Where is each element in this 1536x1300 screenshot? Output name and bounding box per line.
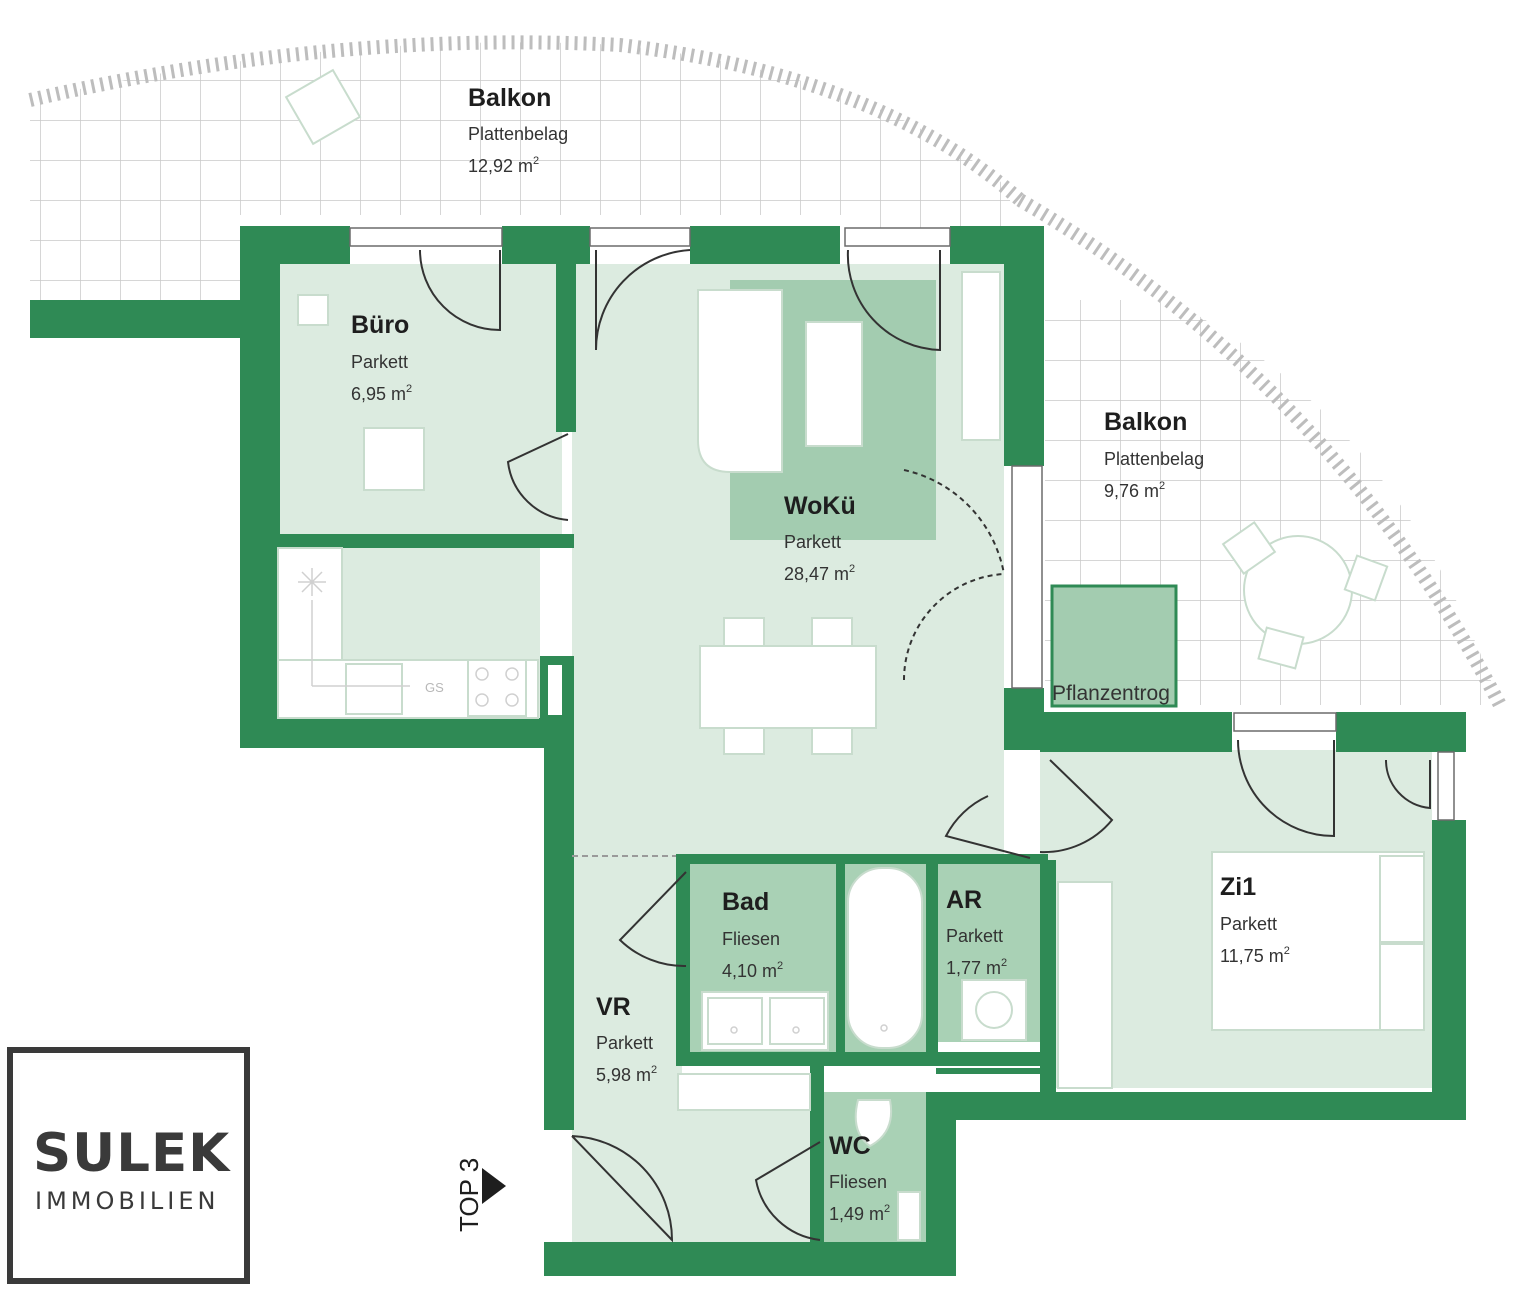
room-name: VR [596,993,631,1021]
room-vr: VR Parkett 5,98 m2 [596,993,657,1085]
svg-text:1,49 m2: 1,49 m2 [829,1203,890,1224]
room-area: 1,49 m [829,1204,884,1224]
room-material: Fliesen [829,1172,887,1192]
room-area: 12,92 m [468,156,533,176]
furniture [277,68,1425,1241]
room-balkon-east: Balkon Plattenbelag 9,76 m2 [1104,408,1204,501]
entrance-arrow-icon [482,1168,506,1204]
svg-text:5,98 m2: 5,98 m2 [596,1064,657,1085]
unit-superscript: 2 [849,563,855,575]
room-ar: AR Parkett 1,77 m2 [946,886,1007,978]
logo-main-text: SULEK [33,1123,231,1184]
entrance-label: TOP 3 [454,1158,484,1232]
svg-text:6,95 m2: 6,95 m2 [351,383,412,404]
room-area: 9,76 m [1104,481,1159,501]
room-name: Büro [351,311,409,339]
room-buero: Büro Parkett 6,95 m2 [351,311,412,404]
room-name: Zi1 [1220,873,1256,901]
room-woku: WoKü Parkett 28,47 m2 [784,492,856,584]
room-name: WoKü [784,492,856,520]
room-area: 6,95 m [351,384,406,404]
unit-superscript: 2 [1001,957,1007,969]
room-area: 11,75 m [1220,946,1284,966]
room-balkon-north: Balkon Plattenbelag 12,92 m2 [468,84,568,176]
sulek-logo: SULEK IMMOBILIEN [7,1047,250,1284]
room-area: 5,98 m [596,1065,651,1085]
room-material: Parkett [784,532,841,552]
logo-sub-text: IMMOBILIEN [35,1187,220,1215]
room-name: Bad [722,888,769,916]
unit-superscript: 2 [406,383,412,395]
pflanzentrog-label: Pflanzentrog [1052,682,1170,705]
room-material: Parkett [596,1033,653,1053]
unit-superscript: 2 [777,960,783,972]
svg-text:4,10 m2: 4,10 m2 [722,960,783,981]
unit-superscript: 2 [1284,945,1290,957]
room-name: AR [946,886,982,914]
room-material: Fliesen [722,929,780,949]
balcony-north [28,35,1025,301]
unit-superscript: 2 [533,155,539,167]
unit-superscript: 2 [651,1064,657,1076]
room-area: 4,10 m [722,961,777,981]
room-wc: WC Fliesen 1,49 m2 [829,1132,890,1224]
room-area: 1,77 m [946,958,1001,978]
room-material: Plattenbelag [1104,449,1204,469]
room-material: Parkett [1220,914,1277,934]
svg-text:12,92 m2: 12,92 m2 [468,155,539,176]
room-bad: Bad Fliesen 4,10 m2 [722,888,783,981]
walls [30,226,1466,1276]
entrance-marker: TOP 3 [454,1158,506,1232]
windows [349,227,1455,821]
room-material: Plattenbelag [468,124,568,144]
room-zi1: Zi1 Parkett 11,75 m2 [1220,873,1290,966]
room-name: Balkon [468,84,551,112]
svg-text:11,75 m2: 11,75 m2 [1220,945,1290,966]
unit-superscript: 2 [1159,480,1165,492]
room-material: Parkett [351,352,408,372]
svg-text:28,47 m2: 28,47 m2 [784,563,855,584]
room-name: WC [829,1132,871,1160]
room-area: 28,47 m [784,564,849,584]
doors [419,249,1431,1243]
appliance-marks [298,568,888,1034]
svg-text:9,76 m2: 9,76 m2 [1104,480,1165,501]
unit-superscript: 2 [884,1203,890,1215]
room-material: Parkett [946,926,1003,946]
gs-label: GS [425,680,444,695]
room-name: Balkon [1104,408,1187,436]
svg-text:1,77 m2: 1,77 m2 [946,957,1007,978]
